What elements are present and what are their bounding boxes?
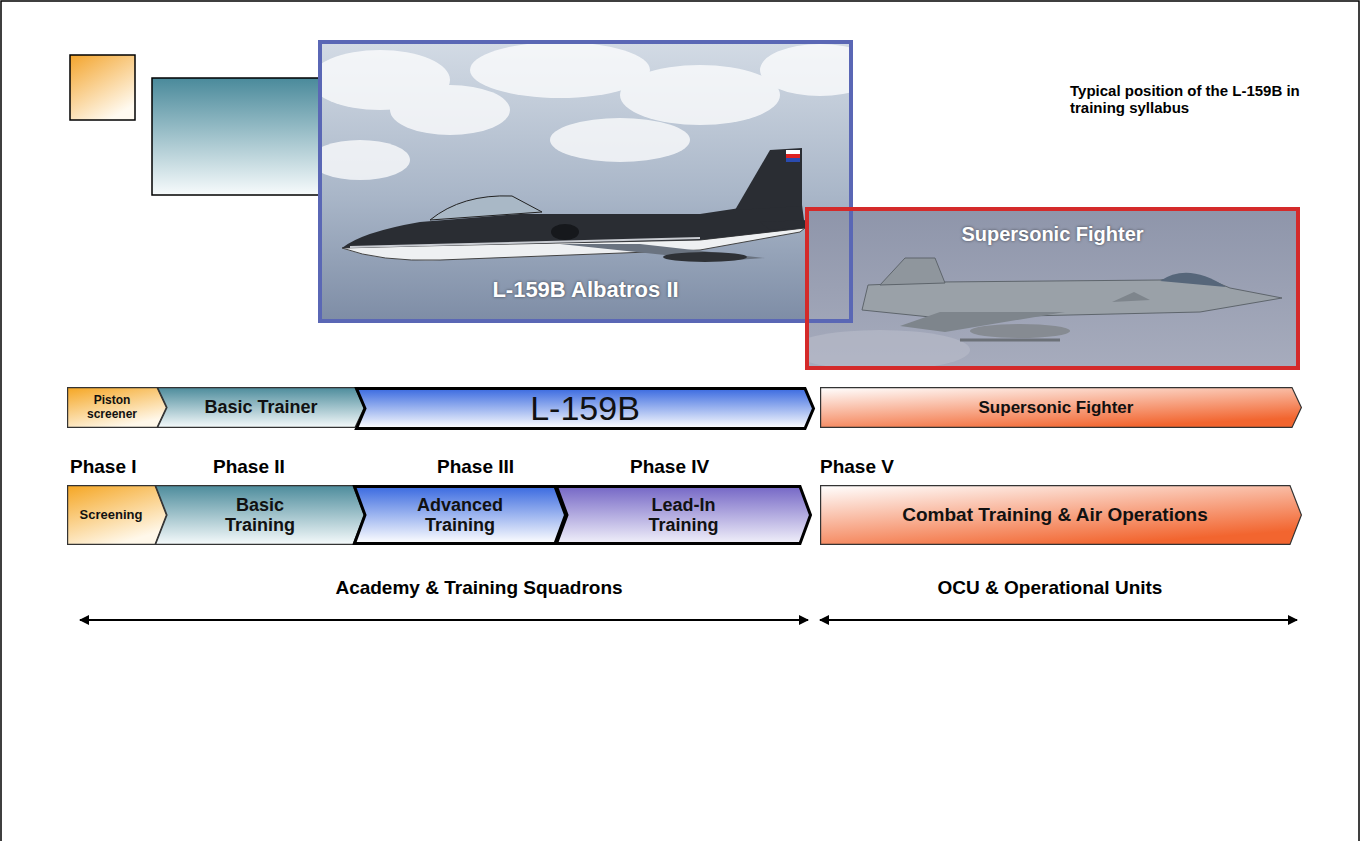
phase-label: Phase V — [820, 456, 894, 477]
phase-label: Phase I — [70, 456, 137, 477]
phase-arrow: Screening — [67, 485, 167, 545]
node-text: Supersonic Fighter — [979, 398, 1134, 417]
span-arrow — [820, 619, 1297, 621]
node-text: Supersonic Fighter — [961, 223, 1143, 245]
phase-arrow: Piston screener — [67, 387, 167, 428]
phase-arrow: Lead-In Training — [555, 485, 812, 545]
node-text: Basic Training — [210, 495, 310, 535]
node-text: Combat Training & Air Operations — [902, 504, 1207, 525]
node-text: Screening — [80, 508, 143, 523]
phase-label: Phase IV — [630, 456, 709, 477]
phase-arrow: Combat Training & Air Operations — [820, 485, 1302, 545]
phase-arrow: Supersonic Fighter — [820, 387, 1302, 428]
group-label: Academy & Training Squadrons — [244, 577, 714, 598]
phase-label: Phase III — [437, 456, 514, 477]
node-text: Basic Trainer — [204, 397, 317, 417]
diagram-title: Typical position of the L-159B in traini… — [1070, 83, 1348, 117]
phase-arrow: Basic Trainer — [157, 387, 365, 428]
fighter-photo — [805, 207, 1300, 370]
phase-label: Phase II — [213, 456, 285, 477]
node-text: L-159B — [530, 389, 640, 427]
group-label: OCU & Operational Units — [830, 577, 1270, 598]
phase-arrow: L-159B — [355, 387, 815, 430]
node-text: Piston screener — [81, 394, 143, 421]
l159-photo — [318, 40, 853, 323]
node-text: Advanced Training — [405, 495, 515, 535]
node-text: Lead-In Training — [634, 495, 734, 535]
phase-arrow: Advanced Training — [353, 485, 567, 545]
node-text: L-159B Albatros II — [492, 278, 678, 303]
screener-card — [70, 55, 135, 120]
photo-frame: L-159B Albatros II — [318, 40, 853, 323]
span-arrow — [80, 619, 808, 621]
photo-frame: Supersonic Fighter — [805, 207, 1300, 370]
phase-arrow: Basic Training — [155, 485, 365, 545]
